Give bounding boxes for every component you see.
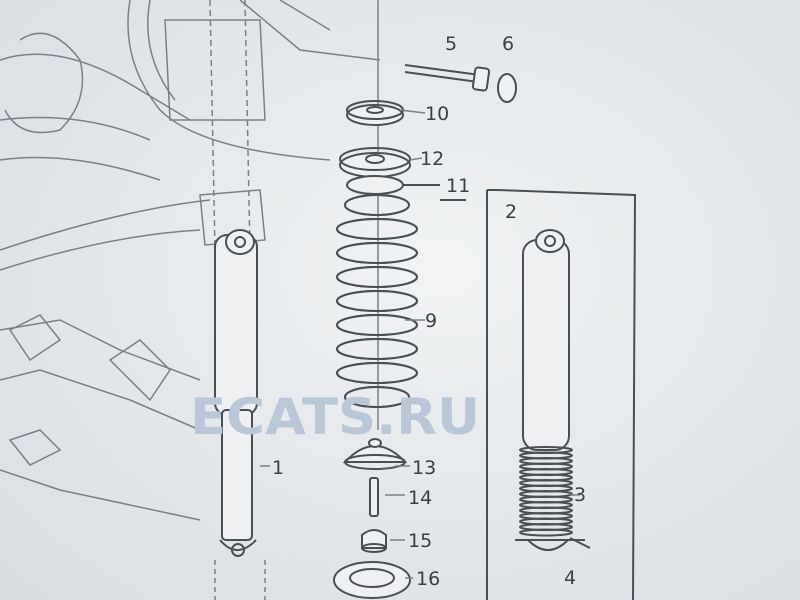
spring-coil [336,242,418,264]
spring-coil [344,386,410,408]
label-4: 4 [564,567,576,589]
part-labels: 5 6 10 12 11 2 9 1 13 3 14 15 16 4 [272,33,586,590]
shock-absorber-right [515,229,591,551]
spring-coil [336,218,418,240]
rod-14 [369,477,379,517]
leader-lines [260,109,580,579]
washer-12 [339,147,411,178]
label-5: 5 [445,33,457,55]
spring-coil [344,194,410,216]
bolt-5 [404,64,491,92]
spring-coil [336,290,418,312]
bellows-ring [519,528,573,537]
label-12: 12 [420,148,444,170]
coil-spring-9 [336,194,418,408]
watermark: ECATS.RU [190,388,480,446]
label-1: 1 [272,457,284,479]
spring-coil [336,362,418,384]
bushing-15 [361,529,387,553]
spring-seat-11 [346,175,466,201]
spring-coil [336,266,418,288]
label-3: 3 [574,484,586,506]
label-13: 13 [412,457,436,479]
spring-coil [336,338,418,360]
shock-absorber-left [199,189,266,600]
vehicle-body-frame [0,0,381,521]
label-11: 11 [446,175,470,197]
label-15: 15 [408,530,432,552]
washer-10 [346,100,404,126]
label-6: 6 [502,33,514,55]
label-14: 14 [408,487,432,509]
label-16: 16 [416,568,440,590]
cap-6 [497,73,517,103]
label-10: 10 [425,103,449,125]
label-2: 2 [505,201,517,223]
bump-stop-13 [342,438,408,470]
variant-bracket-2 [486,189,637,600]
ring-16 [333,561,411,599]
spring-coil [336,314,418,336]
label-9: 9 [425,310,437,332]
